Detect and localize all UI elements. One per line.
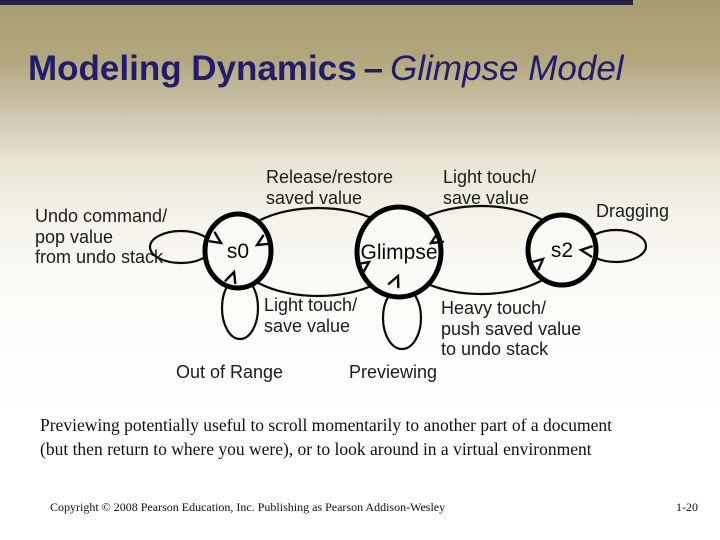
state-s0-circle xyxy=(202,211,274,291)
arrow-release-into-s0 xyxy=(254,234,271,247)
label-undo-command: Undo command/ pop value from undo stack xyxy=(35,206,168,268)
label-previewing: Previewing xyxy=(349,362,438,382)
arrow-out-of-range-into-s0 xyxy=(224,269,237,285)
state-glimpse-circle xyxy=(354,204,444,300)
arrow-s2-light-touch-into-glimpse xyxy=(428,232,445,245)
title-separator: – xyxy=(363,49,384,88)
label-light-touch-bottom: Light touch/ save value xyxy=(264,295,358,336)
label-release-restore: Release/restore saved value xyxy=(266,167,394,208)
footer-copyright: Copyright © 2008 Pearson Education, Inc.… xyxy=(50,500,446,514)
title-main: Modeling Dynamics xyxy=(28,49,357,88)
page-title: Modeling Dynamics–Glimpse Model xyxy=(28,48,624,90)
state-s2-circle xyxy=(525,212,599,288)
state-s2-label: s2 xyxy=(551,239,573,262)
arrow-dragging-into-s2 xyxy=(578,245,593,258)
body-text: Previewing potentially useful to scroll … xyxy=(40,415,613,459)
state-s0-label: s0 xyxy=(227,240,249,263)
state-glimpse-label: Glimpse xyxy=(360,241,437,264)
arrow-light-touch-into-glimpse xyxy=(355,260,372,274)
arrow-undo-into-s0 xyxy=(208,231,224,245)
page-number: 1-20 xyxy=(676,500,698,514)
label-out-of-range: Out of Range xyxy=(176,362,284,382)
title-emphasis: Glimpse Model xyxy=(390,49,624,88)
label-light-touch-top: Light touch/ save value xyxy=(443,167,537,208)
arrow-previewing-into-glimpse xyxy=(387,273,400,289)
top-accent-bar xyxy=(0,0,633,5)
label-heavy-touch: Heavy touch/ push saved value to undo st… xyxy=(441,298,582,360)
arrow-heavy-touch-into-s2 xyxy=(530,257,546,271)
label-dragging: Dragging xyxy=(596,201,670,221)
